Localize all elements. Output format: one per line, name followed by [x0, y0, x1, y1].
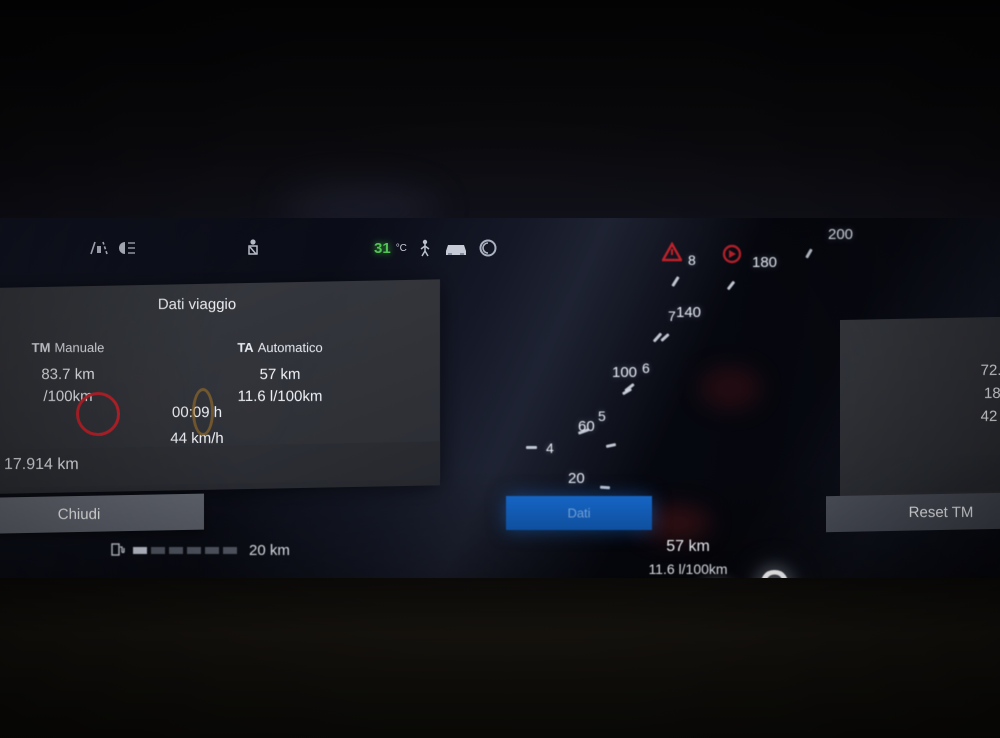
speed-tick-100: 100: [612, 364, 638, 381]
speed-minor-tick: [726, 280, 736, 291]
tach-tick-5: 5: [598, 408, 606, 424]
trip-automatic-distance: 57 km: [259, 366, 301, 383]
right-panel-distance: 72.2 km: [980, 362, 1000, 379]
reset-tm-button[interactable]: Reset TM: [826, 491, 1000, 533]
close-button[interactable]: Chiudi: [0, 493, 204, 535]
tach-tick-4: 4: [546, 440, 554, 456]
menu-item-selected[interactable]: Dati: [506, 496, 652, 530]
right-panel-avg-speed: 42 km/h: [980, 408, 1000, 425]
bottom-trip-distance: 57 km: [666, 538, 710, 555]
fuel-segment: [205, 546, 219, 554]
lane-assist-icon: [88, 240, 110, 259]
brake-warning-icon: [720, 242, 744, 271]
headlight-auto-icon: [115, 240, 139, 259]
fuel-pump-icon: [110, 541, 126, 560]
tach-minor-tick: [526, 446, 537, 449]
speed-minor-tick: [621, 387, 633, 396]
amber-ring-reflection: [192, 388, 214, 436]
fuel-segment: [133, 546, 147, 554]
right-panel-time: 18:57 h: [983, 385, 1000, 402]
fuel-segment: [169, 546, 183, 554]
bottom-trip-consumption: 11.6 l/100km: [648, 561, 728, 577]
odometer-strip: 17.914 km: [0, 441, 440, 495]
speed-minor-tick: [805, 248, 813, 259]
status-right-icons: [415, 238, 499, 261]
fuel-gauge: 20 km: [110, 540, 300, 560]
tach-tick-6: 6: [642, 360, 650, 376]
instrument-cluster-screen: 31 °C: [0, 218, 1000, 578]
speed-minor-tick: [605, 442, 617, 449]
menu-item-selected-label: Dati: [567, 505, 591, 521]
trip-manual-distance: 83.7 km: [41, 366, 95, 383]
seatbelt-icon: [245, 238, 261, 263]
warning-triangle-icon: [660, 241, 684, 267]
highlight-ring: [76, 392, 120, 436]
speed-minor-tick: [599, 485, 611, 490]
dashboard-lower-trim: [0, 578, 1000, 738]
fuel-segment: [151, 546, 165, 554]
tach-tick-8: 8: [688, 252, 696, 268]
temperature-value: 31: [374, 240, 391, 257]
trip-manual-label: Manuale: [54, 340, 105, 355]
tachometer: 8 7 6 5 4: [520, 218, 720, 578]
odometer-value: 17.914 km: [4, 456, 79, 473]
speed-tick-140: 140: [676, 304, 702, 321]
trip-automatic-badge: TA: [237, 340, 254, 355]
fuel-range-value: 20 km: [249, 541, 290, 559]
speed-tick-20: 20: [568, 470, 585, 487]
digital-speed-value: 0: [757, 558, 792, 579]
temperature-unit: °C: [395, 243, 407, 254]
trip-data-title: Dati viaggio: [157, 296, 237, 313]
fuel-segment: [223, 546, 237, 554]
pedestrian-detect-icon: [415, 238, 435, 261]
car-front-icon: [443, 239, 469, 260]
trip-manual-badge: TM: [31, 340, 51, 355]
outside-temperature: 31 °C: [374, 240, 407, 257]
close-button-label: Chiudi: [57, 505, 101, 523]
trip-elapsed-time: 00:09 h: [171, 404, 223, 421]
speed-tick-180: 180: [752, 254, 778, 271]
right-panel-odometer: 000: [840, 453, 1000, 495]
status-left-icons: [88, 240, 139, 259]
speed-tick-60: 60: [578, 418, 595, 435]
tach-tick-7: 7: [668, 308, 676, 324]
speed-minor-tick: [660, 333, 670, 342]
right-panel-spacer: [840, 336, 1000, 359]
road-sign-icon: [477, 238, 499, 261]
status-bar: 31 °C: [0, 232, 1000, 272]
reset-tm-label: Reset TM: [908, 503, 974, 521]
fuel-segment: [187, 546, 201, 554]
right-panel-odometer-value: 000: [840, 456, 1000, 481]
speed-tick-200: 200: [828, 226, 854, 243]
trip-automatic-label: Automatico: [257, 340, 323, 355]
dashboard-upper-trim: [0, 0, 1000, 222]
seatbelt-indicator: [245, 238, 261, 263]
